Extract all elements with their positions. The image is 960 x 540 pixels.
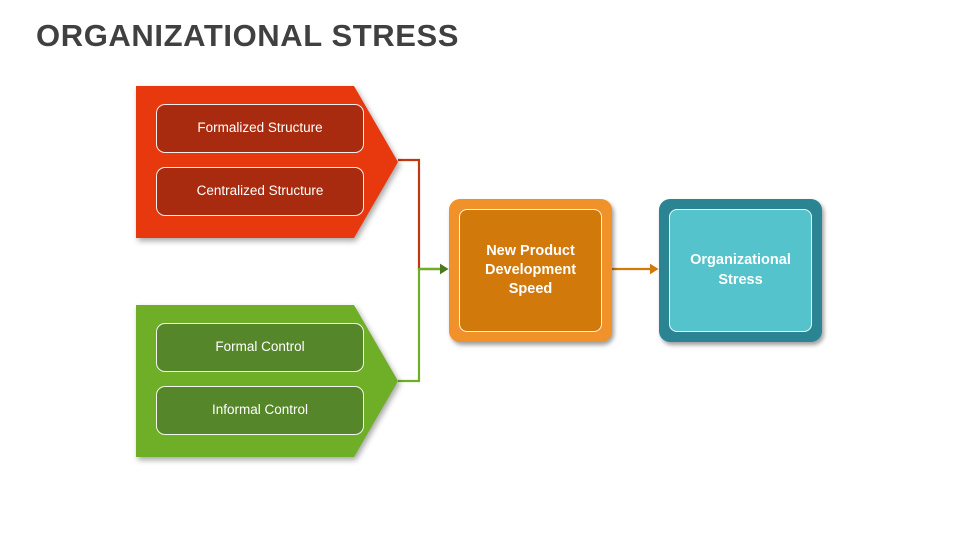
node-org-stress[interactable]: Organizational Stress — [659, 199, 822, 342]
group-item-label: Centralized Structure — [196, 183, 324, 199]
node-npd-speed-inner: New Product Development Speed — [459, 209, 602, 332]
group-item-centralized-structure[interactable]: Centralized Structure — [156, 167, 364, 216]
group-item-formalized-structure[interactable]: Formalized Structure — [156, 104, 364, 153]
node-npd-speed[interactable]: New Product Development Speed — [449, 199, 612, 342]
group-item-formal-control[interactable]: Formal Control — [156, 323, 364, 372]
group-item-informal-control[interactable]: Informal Control — [156, 386, 364, 435]
connector-npd-to-stress-arrowhead — [650, 263, 659, 275]
connector-structure-to-npd — [398, 158, 445, 271]
node-org-stress-label: Organizational Stress — [690, 252, 791, 288]
group-item-label: Formalized Structure — [197, 120, 323, 136]
group-control[interactable]: Formal Control Informal Control — [136, 305, 398, 457]
connector-control-to-npd — [398, 267, 441, 383]
group-structure[interactable]: Formalized Structure Centralized Structu… — [136, 86, 398, 238]
connector-control-to-npd-arrowhead — [440, 263, 449, 275]
node-org-stress-inner: Organizational Stress — [669, 209, 812, 332]
node-npd-speed-label: New Product Development Speed — [484, 242, 577, 298]
page-title: ORGANIZATIONAL STRESS — [36, 18, 460, 53]
group-item-label: Formal Control — [215, 339, 305, 355]
group-item-label: Informal Control — [211, 402, 309, 418]
